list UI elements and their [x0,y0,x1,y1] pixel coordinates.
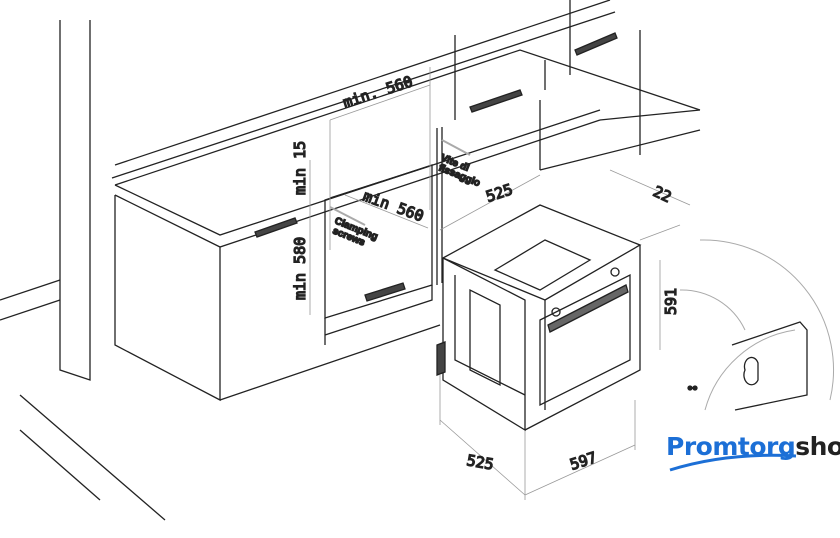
logo-swoosh-icon [669,453,797,472]
dim-niche-height: min 580 [291,237,309,300]
upper-cabinets [111,0,641,179]
logo-part2: shop [795,432,840,461]
base-cabinets [114,49,701,402]
oven [436,204,642,432]
detail-callout [679,239,834,411]
dim-top-gap: min 15 [291,141,309,195]
dim-niche-width-top: min. 560 [341,72,415,111]
dim-niche-width: min 560 [361,187,427,226]
dimension-lines [309,67,691,500]
dim-front-depth: 22 [650,182,674,206]
detail-knob-closeup [687,321,808,411]
dim-oven-width: 597 [568,448,599,473]
screw-arrows [329,139,471,226]
wall [0,20,166,521]
dim-oven-depth: 525 [465,451,495,473]
dim-niche-depth: 525 [484,180,515,205]
dim-oven-height: 591 [662,288,680,315]
